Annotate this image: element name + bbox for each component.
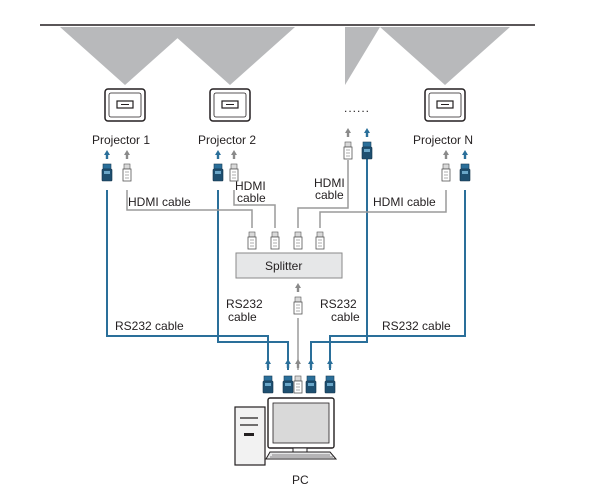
hdmi-connector-icon xyxy=(247,231,257,250)
hdmi-connector-icon xyxy=(441,163,451,182)
arrow-up-icon xyxy=(215,150,221,159)
hdmi-connector-icon xyxy=(293,296,303,315)
hdmi-connector-icon xyxy=(293,231,303,250)
hdmi-cable-label-3-line1: HDMI xyxy=(314,176,345,190)
hdmi-cable-label-1: HDMI cable xyxy=(128,195,191,209)
rs232-cable-label-3-line1: RS232 xyxy=(320,297,357,311)
arrow-up-icon xyxy=(308,359,314,368)
rs232-connector-icon xyxy=(262,375,274,394)
pc-label: PC xyxy=(292,473,309,487)
hdmi-connector-icon xyxy=(122,163,132,182)
hdmi-cable-label-2-line2: cable xyxy=(237,191,266,205)
arrow-up-icon xyxy=(124,150,130,159)
projector-n-label: Projector N xyxy=(413,133,474,147)
rs232-connector-icon xyxy=(361,141,373,160)
projector-1-icon xyxy=(104,88,146,122)
hdmi-cable-label-3-line2: cable xyxy=(315,188,344,202)
rs232-cable-label-2-line2: cable xyxy=(228,310,257,324)
rs232-connector-icon xyxy=(101,163,113,182)
arrow-up-icon xyxy=(295,283,301,292)
rs232-cable-label-n: RS232 cable xyxy=(382,319,451,333)
arrow-up-icon xyxy=(345,128,351,137)
arrow-up-icon xyxy=(327,359,333,368)
projector-2-icon xyxy=(209,88,251,122)
arrow-up-icon xyxy=(265,359,271,368)
pc-icon xyxy=(234,397,338,466)
projector-1-label: Projector 1 xyxy=(92,133,151,147)
splitter-label: Splitter xyxy=(265,259,303,273)
rs232-cable-label-1: RS232 cable xyxy=(115,319,184,333)
arrow-up-icon xyxy=(364,128,370,137)
arrow-up-icon xyxy=(104,150,110,159)
arrow-up-icon xyxy=(285,359,291,368)
rs232-cable-label-2-line1: RS232 xyxy=(226,297,263,311)
rs232-connector-icon xyxy=(459,163,471,182)
rs232-cable-label-3-line2: cable xyxy=(331,310,360,324)
arrow-up-icon xyxy=(443,150,449,159)
hdmi-connector-icon xyxy=(293,375,303,394)
rs232-cables xyxy=(106,152,466,370)
hdmi-connector-icon xyxy=(270,231,280,250)
hdmi-cable-label-n: HDMI cable xyxy=(373,195,436,209)
projector-2-label: Projector 2 xyxy=(198,133,257,147)
arrow-up-icon xyxy=(295,359,301,368)
hdmi-cable-label-2-line1: HDMI xyxy=(235,179,266,193)
projector-n-icon xyxy=(424,88,466,122)
rs232-connector-icon xyxy=(305,375,317,394)
hdmi-connector-icon xyxy=(343,141,353,160)
more-projectors-ellipsis: ...... xyxy=(344,101,371,115)
arrow-up-icon xyxy=(462,150,468,159)
splitter-box xyxy=(235,252,343,279)
projection-beams xyxy=(60,27,510,85)
hdmi-connector-icon xyxy=(315,231,325,250)
rs232-connector-icon xyxy=(212,163,224,182)
rs232-connector-icon xyxy=(324,375,336,394)
arrow-up-icon xyxy=(231,150,237,159)
rs232-connector-icon xyxy=(282,375,294,394)
